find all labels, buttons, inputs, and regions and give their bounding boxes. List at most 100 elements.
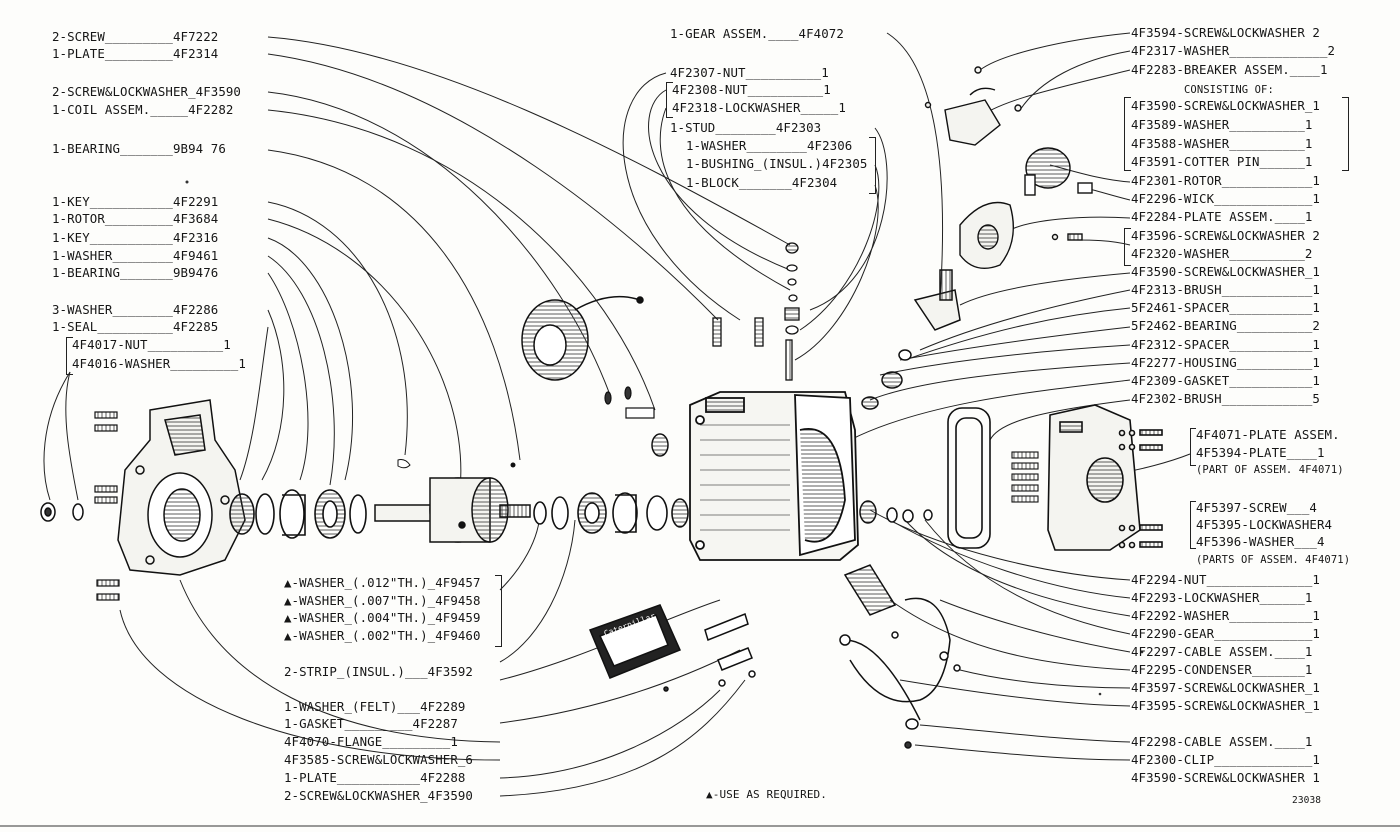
label-right-33: 4F2297-CABLE ASSEM.____1 (1131, 644, 1313, 659)
label-right-35: 4F3597-SCREW&LOCKWASHER_1 (1131, 680, 1320, 695)
nut-washer-left (40, 502, 84, 522)
label-right-16: 5F2461-SPACER___________1 (1131, 300, 1320, 315)
label-bottom-3: ▲-WASHER_(.004"TH.)_4F9459 (284, 610, 481, 625)
label-right-15: 4F2313-BRUSH____________1 (1131, 282, 1320, 297)
label-right-12: 4F3596-SCREW&LOCKWASHER 2 (1131, 228, 1320, 243)
rotor-drawing (374, 477, 531, 543)
label-right-24: (PART OF ASSEM. 4F4071) (1196, 464, 1344, 476)
label-left-4: 1-COIL ASSEM._____4F2282 (52, 102, 234, 117)
bracket-consisting-right (1342, 97, 1349, 171)
label-left-13: 4F4017-NUT__________1 (72, 337, 231, 352)
label-left-11: 3-WASHER________4F2286 (52, 302, 219, 317)
small-screws-left (94, 411, 120, 601)
label-right-29: 4F2294-NUT______________1 (1131, 572, 1320, 587)
label-bottom-11: 2-SCREW&LOCKWASHER_4F3590 (284, 788, 473, 803)
label-bottom-6: 1-WASHER_(FELT)___4F2289 (284, 699, 466, 714)
label-right-8: 4F3591-COTTER PIN______1 (1131, 154, 1313, 169)
label-left-9: 1-WASHER________4F9461 (52, 248, 219, 263)
drawing-number: 23038 (1292, 795, 1322, 806)
housing-drawing (689, 391, 859, 561)
label-right-21: 4F2302-BRUSH____________5 (1131, 391, 1320, 406)
label-top-2: 4F2307-NUT__________1 (670, 65, 829, 80)
label-left-12: 1-SEAL__________4F2285 (52, 319, 219, 334)
label-bottom-1: ▲-WASHER_(.012"TH.)_4F9457 (284, 575, 481, 590)
bracket-nut-washer (66, 337, 73, 375)
label-right-28: (PARTS OF ASSEM. 4F4071) (1196, 554, 1351, 566)
label-top-8: 1-BLOCK_______4F2304 (686, 175, 838, 190)
label-right-27: 4F5396-WASHER___4 (1196, 534, 1325, 549)
label-top-4: 4F2318-LOCKWASHER_____1 (672, 100, 846, 115)
bearing-row-left (229, 489, 367, 539)
label-left-3: 2-SCREW&LOCKWASHER_4F3590 (52, 84, 241, 99)
label-right-1: 4F3594-SCREW&LOCKWASHER 2 (1131, 25, 1320, 40)
label-bottom-9: 4F3585-SCREW&LOCKWASHER_6 (284, 752, 473, 767)
strip-insul (604, 386, 655, 419)
plate-assembly (959, 201, 1083, 269)
bracket-nut-lockwasher (666, 82, 673, 118)
bracket-plate-assem-4f4071 (1190, 428, 1196, 466)
bracket-consisting-left (1124, 97, 1131, 171)
label-right-11: 4F2284-PLATE ASSEM.____1 (1131, 209, 1313, 224)
label-bottom-8: 4F4070-FLANGE_________1 (284, 734, 458, 749)
breaker-assembly (924, 66, 1022, 146)
label-right-25: 4F5397-SCREW___4 (1196, 500, 1317, 515)
brush-stack (1011, 451, 1039, 503)
bracket-stud-parts (869, 137, 876, 194)
label-right-9: 4F2301-ROTOR____________1 (1131, 173, 1320, 188)
bearings-brushes (859, 269, 961, 524)
label-top-6: 1-WASHER________4F2306 (686, 138, 853, 153)
label-right-6: 4F3589-WASHER__________1 (1131, 117, 1313, 132)
bracket-shim-washers (495, 575, 502, 647)
bearing-row-right (533, 492, 689, 534)
label-right-32: 4F2290-GEAR_____________1 (1131, 626, 1320, 641)
label-left-10: 1-BEARING_______9B9476 (52, 265, 219, 280)
distributor-rotor (1024, 147, 1093, 196)
small-key-dot (510, 462, 516, 468)
bracket-screws-4f4071 (1190, 501, 1196, 549)
label-left-6: 1-KEY___________4F2291 (52, 194, 219, 209)
label-right-17: 5F2462-BEARING__________2 (1131, 318, 1320, 333)
label-right-18: 4F2312-SPACER___________1 (1131, 337, 1320, 352)
label-right-consisting: CONSISTING OF: (1184, 84, 1274, 96)
label-right-22: 4F4071-PLATE ASSEM. (1196, 427, 1340, 442)
nameplate-drawing (589, 604, 756, 692)
label-right-36: 4F3595-SCREW&LOCKWASHER_1 (1131, 698, 1320, 713)
label-right-26: 4F5395-LOCKWASHER4 (1196, 517, 1333, 532)
footnote: ▲-USE AS REQUIRED. (706, 788, 828, 801)
label-right-10: 4F2296-WICK_____________1 (1131, 191, 1320, 206)
label-top-1: 1-GEAR ASSEM.____4F4072 (670, 26, 844, 41)
label-right-7: 4F3588-WASHER__________1 (1131, 136, 1313, 151)
label-right-19: 4F2277-HOUSING__________1 (1131, 355, 1320, 370)
stud-parts (712, 242, 800, 381)
label-left-8: 1-KEY___________4F2316 (52, 230, 219, 245)
label-right-23: 4F5394-PLATE____1 (1196, 445, 1325, 460)
label-left-2: 1-PLATE_________4F2314 (52, 46, 219, 61)
label-right-5: 4F3590-SCREW&LOCKWASHER_1 (1131, 98, 1320, 113)
label-left-7: 1-ROTOR_________4F3684 (52, 211, 219, 226)
label-right-13: 4F2320-WASHER__________2 (1131, 246, 1313, 261)
label-right-14: 4F3590-SCREW&LOCKWASHER_1 (1131, 264, 1320, 279)
label-right-30: 4F2293-LOCKWASHER______1 (1131, 590, 1313, 605)
roller (651, 433, 669, 457)
label-bottom-5: 2-STRIP_(INSUL.)___4F3592 (284, 664, 473, 679)
label-right-38: 4F2300-CLIP_____________1 (1131, 752, 1320, 767)
label-right-37: 4F2298-CABLE ASSEM.____1 (1131, 734, 1313, 749)
label-top-5: 1-STUD________4F2303 (670, 120, 822, 135)
gasket-cover (947, 407, 991, 549)
bracket-plate-assem (1124, 228, 1131, 266)
label-right-2: 4F2317-WASHER_____________2 (1131, 43, 1336, 58)
label-right-39: 4F3590-SCREW&LOCKWASHER 1 (1131, 770, 1320, 785)
label-left-5: 1-BEARING_______9B94 76 (52, 141, 226, 156)
coil-assembly-drawing (521, 295, 644, 381)
label-bottom-10: 1-PLATE___________4F2288 (284, 770, 466, 785)
label-right-20: 4F2309-GASKET___________1 (1131, 373, 1320, 388)
label-top-7: 1-BUSHING_(INSUL.)4F2305 (686, 156, 868, 171)
label-bottom-7: 1-GASKET_________4F2287 (284, 716, 458, 731)
label-left-1: 2-SCREW_________4F7222 (52, 29, 219, 44)
flange-drawing (117, 399, 246, 576)
label-top-3: 4F2308-NUT__________1 (672, 82, 831, 97)
condenser-cable (839, 564, 961, 749)
label-bottom-2: ▲-WASHER_(.007"TH.)_4F9458 (284, 593, 481, 608)
